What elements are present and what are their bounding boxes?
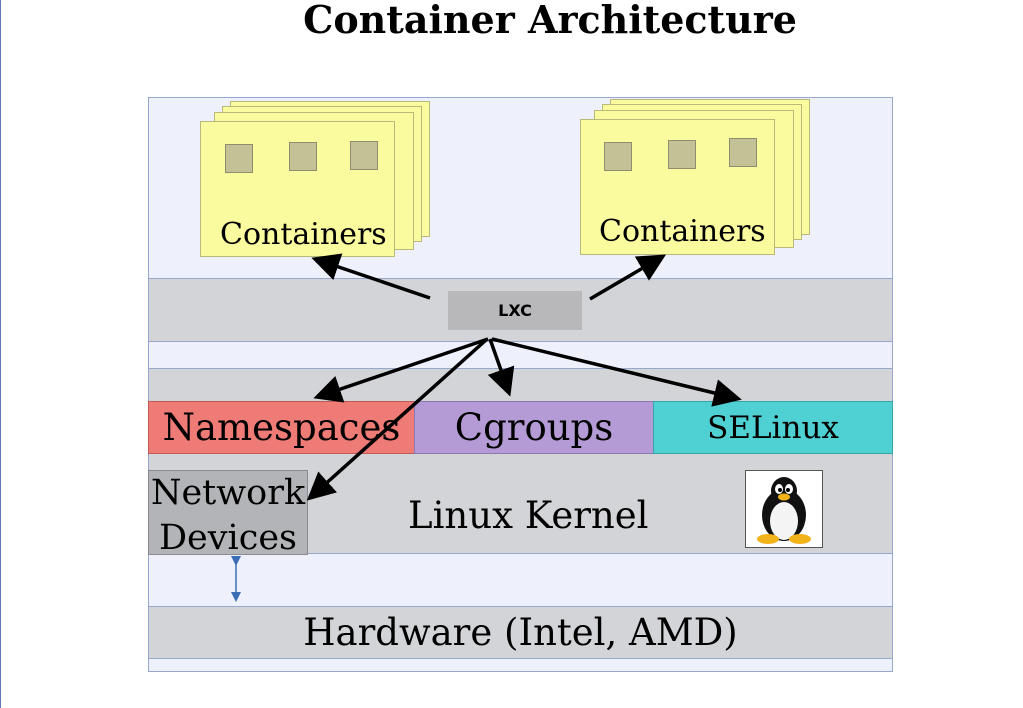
process-square — [225, 144, 253, 173]
arrow-lxc-to-selinux — [491, 337, 742, 407]
namespaces-label: Namespaces — [162, 406, 401, 449]
process-square — [350, 141, 378, 170]
lxc-label: LXC — [498, 301, 532, 320]
tux-penguin-icon — [745, 470, 823, 548]
selinux-label: SELinux — [707, 409, 839, 446]
network-devices-line1: Network — [150, 473, 306, 513]
containers-label-right: Containers — [599, 214, 766, 249]
selinux-box: SELinux — [653, 401, 893, 454]
lxc-box: LXC — [448, 291, 582, 330]
linux-kernel-label: Linux Kernel — [408, 494, 649, 537]
network-devices-line2: Devices — [158, 518, 298, 558]
containers-label-left: Containers — [220, 217, 387, 252]
arrow-lxc-to-namespaces — [313, 337, 489, 403]
process-square — [729, 138, 757, 167]
hardware-layer: Hardware (Intel, AMD) — [148, 606, 893, 659]
process-square — [604, 142, 632, 171]
cgroups-label: Cgroups — [454, 406, 614, 449]
cgroups-box: Cgroups — [414, 401, 654, 454]
left-edge-rule — [0, 0, 1, 708]
arrow-lxc-to-network-devices — [306, 338, 488, 501]
arrow-lxc-to-containers-right — [589, 254, 667, 301]
process-square — [289, 142, 317, 171]
hardware-label: Hardware (Intel, AMD) — [303, 611, 738, 654]
arrow-lxc-to-containers-left — [311, 253, 431, 300]
network-devices-box: Network Devices — [148, 470, 308, 558]
arrow-lxc-to-cgroups — [487, 338, 515, 397]
process-square — [668, 140, 696, 169]
page-title: Container Architecture — [303, 0, 797, 42]
